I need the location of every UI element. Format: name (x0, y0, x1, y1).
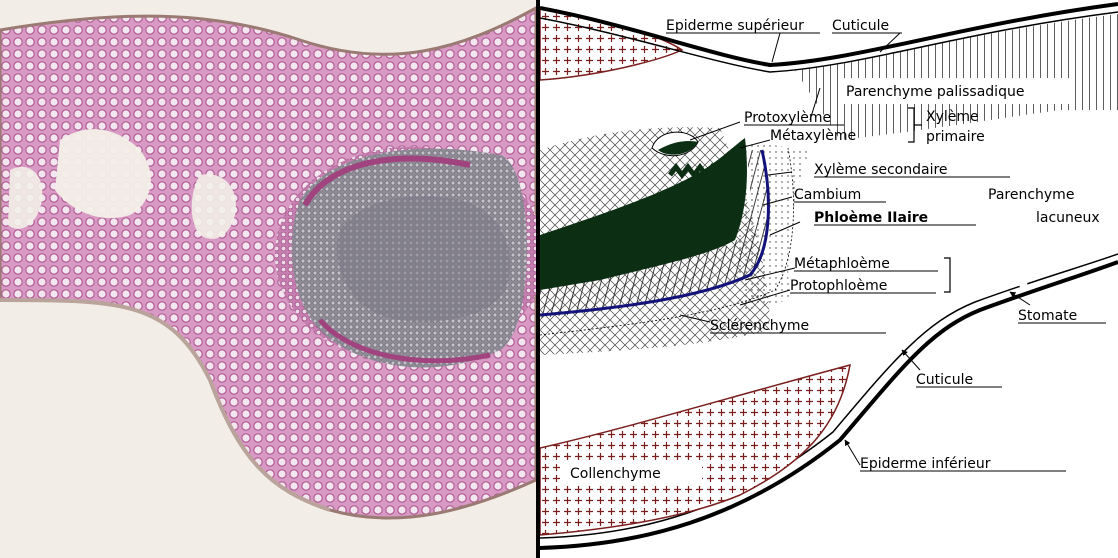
label-epiderme-superieur: Epiderme supérieur (666, 18, 804, 34)
label-metaxyleme: Métaxylème (770, 128, 856, 144)
label-xyleme: Xylème (926, 109, 979, 125)
label-collenchyme: Collenchyme (570, 466, 661, 482)
label-epiderme-inferieur: Epiderme inférieur (860, 456, 991, 472)
label-stomate: Stomate (1018, 308, 1077, 324)
label-cuticule-top: Cuticule (832, 18, 889, 34)
micrograph-image (0, 0, 536, 558)
label-cuticule-bottom: Cuticule (916, 372, 973, 388)
stomate-gap (1014, 269, 1029, 292)
collenchyme-lower (540, 365, 850, 535)
collenchyme-upper (540, 8, 682, 80)
label-parenchyme-lacuneux-1: Parenchyme (988, 187, 1074, 203)
label-metaphloeme: Métaphloème (794, 256, 890, 272)
label-parenchyme-palissadique: Parenchyme palissadique (846, 84, 1024, 100)
label-xyleme-secondaire: Xylème secondaire (814, 162, 948, 178)
diagram-panel: Epiderme supérieur Cuticule Parenchyme p… (540, 0, 1118, 558)
xylem-teeth (670, 167, 724, 175)
diagram-svg: Epiderme supérieur Cuticule Parenchyme p… (540, 0, 1118, 558)
phloem-bracket (944, 258, 950, 292)
label-cambium: Cambium (794, 187, 861, 203)
label-phloeme-iiaire: Phloème IIaire (814, 210, 928, 226)
label-parenchyme-lacuneux-2: lacuneux (1036, 210, 1100, 226)
label-primaire: primaire (926, 129, 985, 145)
label-protoxyleme: Protoxylème (744, 110, 831, 126)
label-protophloeme: Protophloème (790, 278, 887, 294)
label-sclerenchyme: Sclérenchyme (710, 318, 809, 334)
micrograph-panel (0, 0, 536, 558)
